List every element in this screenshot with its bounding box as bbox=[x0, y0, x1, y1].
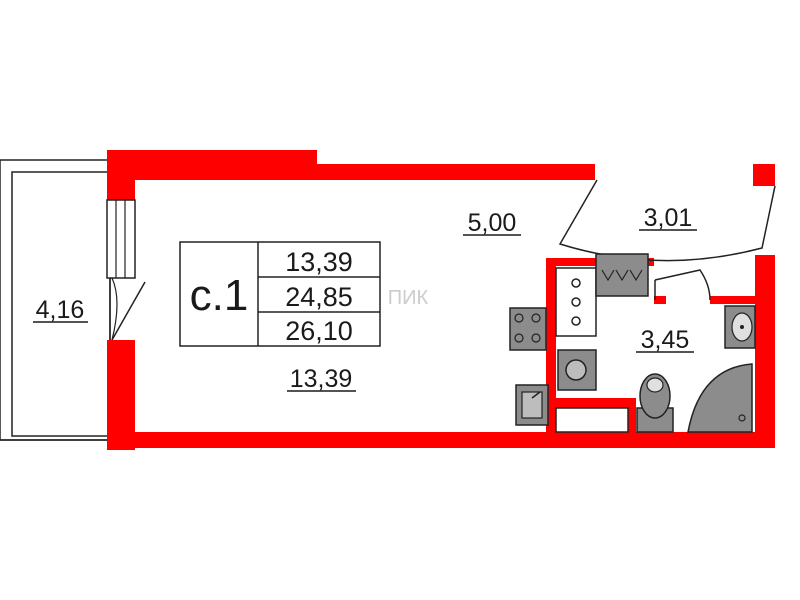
room-label-hall: 3,01 bbox=[639, 204, 697, 232]
window bbox=[106, 199, 136, 279]
bathroom-door bbox=[654, 269, 711, 301]
room-label-kitchen: 5,00 bbox=[463, 209, 521, 237]
radiator-icon bbox=[595, 253, 649, 297]
room-area-balcony: 4,16 bbox=[36, 296, 85, 324]
kitchen-counter bbox=[555, 267, 597, 337]
washing-machine-icon bbox=[557, 349, 597, 391]
room-label-bathroom: 3,45 bbox=[636, 326, 694, 354]
washbasin-icon bbox=[724, 305, 756, 349]
entrance-door bbox=[558, 179, 776, 262]
sink-icon bbox=[515, 384, 549, 426]
room-area-main: 13,39 bbox=[290, 365, 353, 393]
room-area-bathroom: 3,45 bbox=[641, 326, 690, 354]
room-label-balcony: 4,16 bbox=[33, 296, 88, 324]
room-area-kitchen: 5,00 bbox=[468, 209, 517, 237]
room-area-hall: 3,01 bbox=[644, 204, 693, 232]
apartment-number: с.1 bbox=[190, 271, 249, 320]
area-living: 13,39 bbox=[285, 247, 353, 277]
shower-tray-icon bbox=[687, 363, 753, 433]
area-with-balcony: 26,10 bbox=[285, 316, 353, 346]
utility-niche bbox=[555, 407, 629, 433]
balcony bbox=[0, 159, 111, 441]
apartment-label-box bbox=[179, 241, 381, 347]
balcony-door bbox=[111, 277, 146, 341]
room-label-main: 13,39 bbox=[287, 365, 356, 393]
watermark-logo: ПИК bbox=[388, 287, 429, 309]
toilet-icon bbox=[636, 373, 674, 433]
area-total: 24,85 bbox=[285, 282, 353, 312]
stove-icon bbox=[509, 307, 547, 351]
